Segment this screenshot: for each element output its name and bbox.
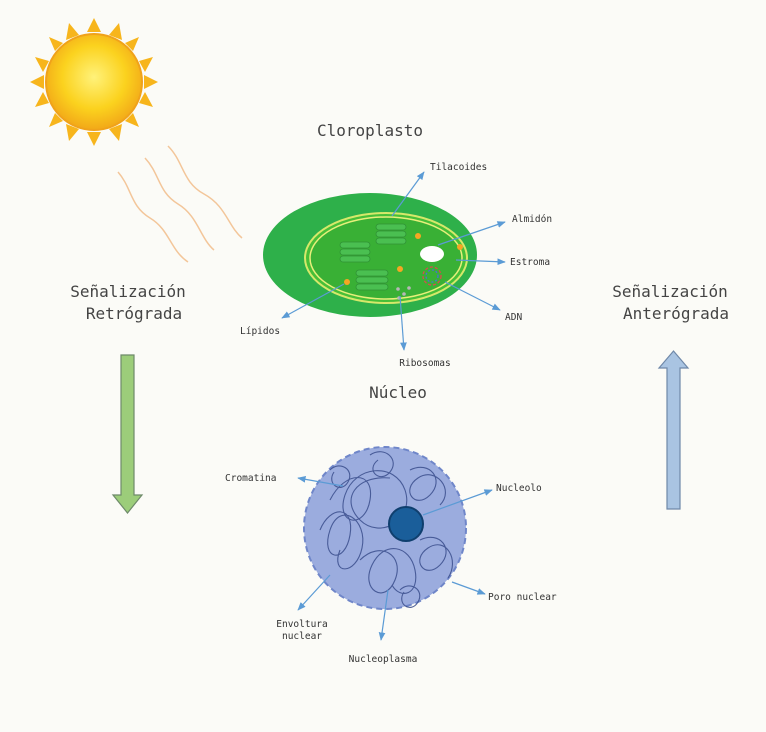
chloroplast	[263, 193, 477, 317]
lipid-droplets	[344, 233, 463, 285]
label-estroma: Estroma	[510, 257, 550, 268]
nucleolus	[388, 506, 424, 542]
chromatin	[319, 451, 453, 608]
label-almidon: Almidón	[512, 214, 552, 225]
label-adn: ADN	[505, 312, 522, 323]
label-lipidos: Lípidos	[240, 326, 280, 337]
label-poro-nuclear: Poro nuclear	[488, 592, 557, 603]
anterograde-title-line2: Anterógrada	[623, 304, 729, 323]
down-arrow-icon	[111, 354, 144, 514]
label-nuclear: nuclear	[282, 631, 322, 642]
label-tilacoides: Tilacoides	[430, 162, 487, 173]
thylakoid-stacks	[339, 223, 407, 291]
nucleus	[303, 446, 467, 610]
chloroplast-pointers	[281, 171, 506, 351]
chloroplast-title: Cloroplasto	[317, 121, 423, 140]
label-nucleoplasma: Nucleoplasma	[349, 654, 418, 665]
sun-icon	[30, 18, 158, 146]
nucleus-title: Núcleo	[369, 383, 427, 402]
label-envoltura: Envoltura	[276, 619, 327, 630]
retrograde-title-line2: Retrógrada	[86, 304, 182, 323]
nucleus-pointers	[297, 476, 493, 641]
up-arrow-icon	[657, 350, 690, 510]
label-cromatina: Cromatina	[225, 473, 276, 484]
label-ribosomas: Ribosomas	[399, 358, 450, 369]
light-waves	[117, 145, 243, 263]
retrograde-title-line1: Señalización	[70, 282, 186, 301]
anterograde-title-line1: Señalización	[612, 282, 728, 301]
starch-granule	[420, 246, 444, 262]
dna-ring	[422, 266, 442, 286]
label-nucleolo: Nucleolo	[496, 483, 542, 494]
